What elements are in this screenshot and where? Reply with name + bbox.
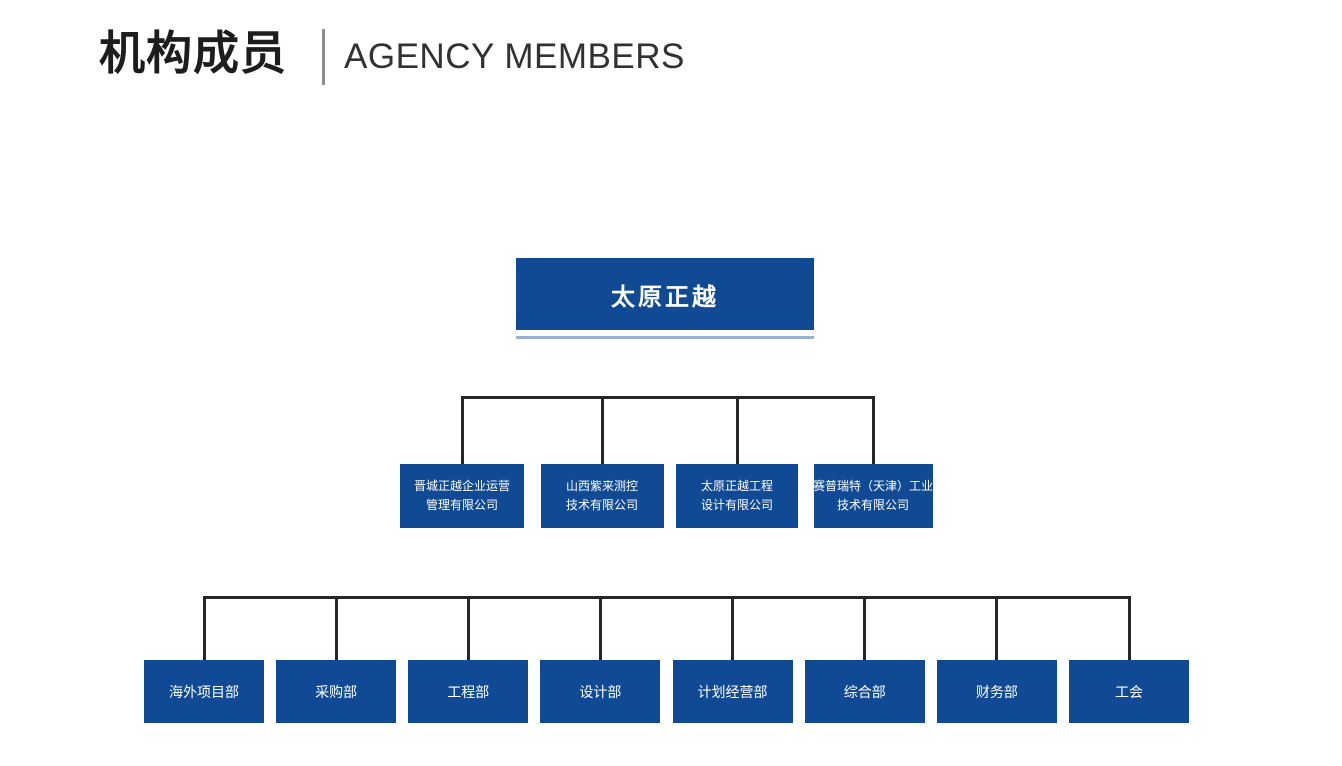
page-title: 机构成员	[99, 27, 287, 79]
connector-vline	[735, 396, 739, 464]
connector-vline	[871, 396, 875, 464]
connector-vline	[731, 596, 735, 660]
org-node-department: 计划经营部	[672, 660, 793, 723]
title-divider	[322, 29, 325, 85]
connector-vline	[600, 396, 604, 464]
org-node-label: 山西紫来测控	[565, 479, 638, 493]
org-node-department: 工会	[1069, 660, 1189, 723]
org-node-department: 海外项目部	[144, 660, 264, 723]
connector-vline	[598, 596, 602, 660]
org-node-company: 晋城正越企业运营管理有限公司	[400, 464, 524, 528]
org-node-label: 技术有限公司	[565, 498, 638, 512]
connector-hline	[460, 396, 875, 399]
org-node-department: 设计部	[540, 660, 661, 723]
connector-vline	[466, 596, 470, 660]
org-node-company: 赛普瑞特（天津）工业技术有限公司	[813, 464, 934, 528]
connector-vline	[460, 396, 464, 464]
connector-vline	[334, 596, 338, 660]
org-node-label: 技术有限公司	[836, 498, 909, 512]
org-node-company: 太原正越工程设计有限公司	[676, 464, 798, 528]
org-node-root: 太原正越	[516, 258, 814, 330]
connector-vline	[1127, 596, 1131, 660]
org-node-department: 综合部	[804, 660, 925, 723]
org-node-company: 山西紫来测控技术有限公司	[540, 464, 664, 528]
org-node-label: 晋城正越企业运营	[413, 479, 510, 493]
root-reflection-line	[516, 336, 814, 339]
connector-vline	[863, 596, 867, 660]
connector-vline	[202, 596, 206, 660]
org-node-department: 财务部	[936, 660, 1057, 723]
org-node-label: 赛普瑞特（天津）工业	[813, 479, 934, 493]
connector-vline	[995, 596, 999, 660]
page-subtitle: AGENCY MEMBERS	[344, 37, 685, 76]
org-node-label: 管理有限公司	[425, 498, 498, 512]
connector-hline	[202, 596, 1131, 599]
org-node-label: 设计有限公司	[700, 498, 773, 512]
org-node-label: 太原正越工程	[700, 479, 773, 493]
org-node-department: 工程部	[408, 660, 529, 723]
org-node-department: 采购部	[276, 660, 397, 723]
